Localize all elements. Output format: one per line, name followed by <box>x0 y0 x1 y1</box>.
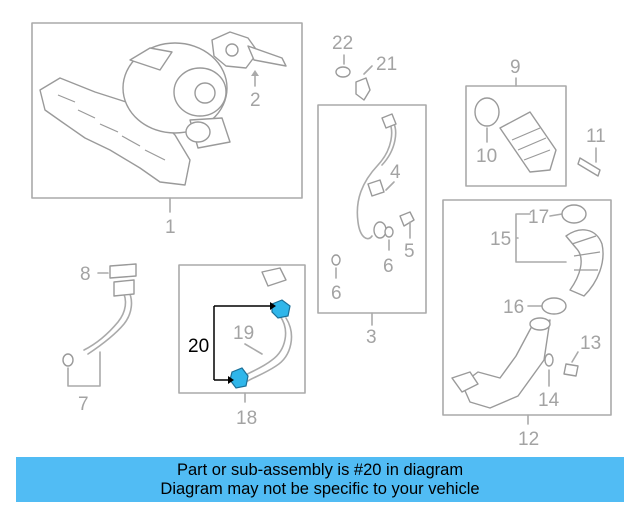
callout-14: 14 <box>538 390 560 411</box>
callout-9: 9 <box>510 57 521 78</box>
leader-4 <box>385 181 395 191</box>
group-1-turbocharger[interactable]: 2 1 <box>31 22 303 238</box>
diagram-canvas: 2 1 22 21 4 5 6 6 3 9 <box>31 22 612 450</box>
bracket-7 <box>67 351 101 387</box>
turbo-outlet-ring <box>185 121 211 143</box>
o-ring-10 <box>474 97 500 127</box>
turbo-bracket <box>129 47 173 71</box>
callout-10: 10 <box>476 146 497 167</box>
turbo-hub <box>194 82 216 104</box>
callout-7: 7 <box>78 394 89 415</box>
hose-15 <box>565 229 604 297</box>
group-18-frame <box>178 264 306 394</box>
arrow-2 <box>251 70 259 76</box>
bracket-15 <box>515 213 567 263</box>
group-12-frame <box>442 199 612 416</box>
washer-6b <box>331 254 341 266</box>
clamp-20-lower[interactable] <box>229 367 249 389</box>
leader-21 <box>363 65 373 75</box>
info-banner: Part or sub-assembly is #20 in diagram D… <box>16 457 624 502</box>
actuator-arm <box>247 45 287 67</box>
clamp-17 <box>561 204 587 224</box>
banner-line-2: Diagram may not be specific to your vehi… <box>160 479 480 498</box>
group-18-hose[interactable]: 19 20 18 <box>178 264 306 429</box>
callout-11: 11 <box>586 126 606 147</box>
parts-21-22[interactable]: 22 21 <box>332 33 397 101</box>
oil-pipe-end <box>381 113 397 129</box>
hose-15-ribs <box>571 235 601 271</box>
hose-19 <box>243 315 287 377</box>
intake-hose <box>499 111 557 173</box>
manifold-ports <box>57 94 166 161</box>
pipe-7 <box>83 289 127 351</box>
arrow-20-lower <box>228 376 234 384</box>
oil-pipe-clip <box>367 179 385 197</box>
leader-17 <box>549 213 563 217</box>
group-9-frame <box>465 85 567 187</box>
seal-22 <box>335 66 351 78</box>
pipe-7-outer <box>87 289 133 355</box>
callout-2: 2 <box>250 90 261 111</box>
fitting-21 <box>355 77 371 101</box>
callout-22: 22 <box>332 33 353 54</box>
pipe-end <box>529 317 551 331</box>
washer-6a <box>384 226 394 238</box>
part-11-bolt[interactable]: 11 <box>577 126 606 177</box>
leader-19 <box>244 343 263 355</box>
callout-4: 4 <box>390 162 401 183</box>
callout-17: 17 <box>528 207 549 228</box>
clamp-16 <box>541 297 567 315</box>
washer-7 <box>62 353 74 367</box>
exhaust-manifold <box>39 77 191 186</box>
callout-1: 1 <box>165 217 176 238</box>
group-1-frame <box>31 22 303 199</box>
callout-16: 16 <box>503 297 524 318</box>
callout-15: 15 <box>490 229 511 250</box>
group-3-oil-line[interactable]: 4 5 6 6 3 <box>317 104 427 348</box>
callout-18: 18 <box>236 408 257 429</box>
actuator-port <box>225 43 239 57</box>
bolt-5 <box>399 211 415 227</box>
callout-3: 3 <box>366 327 377 348</box>
callout-12: 12 <box>518 429 539 450</box>
clamp-20-upper[interactable] <box>271 299 291 319</box>
sensor-18 <box>261 267 287 287</box>
banjo-fitting <box>373 221 387 239</box>
hose-19-outer <box>245 317 293 383</box>
charge-pipe <box>461 319 551 409</box>
pipe-7-flange <box>113 279 135 297</box>
bolt-13 <box>563 363 579 377</box>
callout-5: 5 <box>404 241 415 262</box>
washer-14 <box>544 353 554 367</box>
callout-13: 13 <box>580 333 601 354</box>
group-9-intake-hose[interactable]: 9 10 <box>465 57 567 187</box>
leader-13 <box>571 351 579 363</box>
callout-6a: 6 <box>383 256 394 277</box>
hose-ribs <box>511 127 551 161</box>
group-3-frame <box>317 104 427 314</box>
callout-20: 20 <box>188 336 209 357</box>
bolt-11 <box>577 157 601 177</box>
arrow-20-upper <box>270 302 276 310</box>
group-7-pipe[interactable]: 8 7 <box>62 263 137 415</box>
group-12-charge-pipe[interactable]: 17 15 16 14 13 12 <box>442 199 612 450</box>
callout-19: 19 <box>233 323 254 344</box>
callout-6b: 6 <box>331 283 342 304</box>
pipe-flange <box>451 371 479 393</box>
callout-21: 21 <box>376 54 397 75</box>
gasket-8 <box>109 263 137 279</box>
callout-8: 8 <box>80 264 91 285</box>
banner-line-1: Part or sub-assembly is #20 in diagram <box>176 460 464 479</box>
oil-pipe <box>356 119 393 240</box>
